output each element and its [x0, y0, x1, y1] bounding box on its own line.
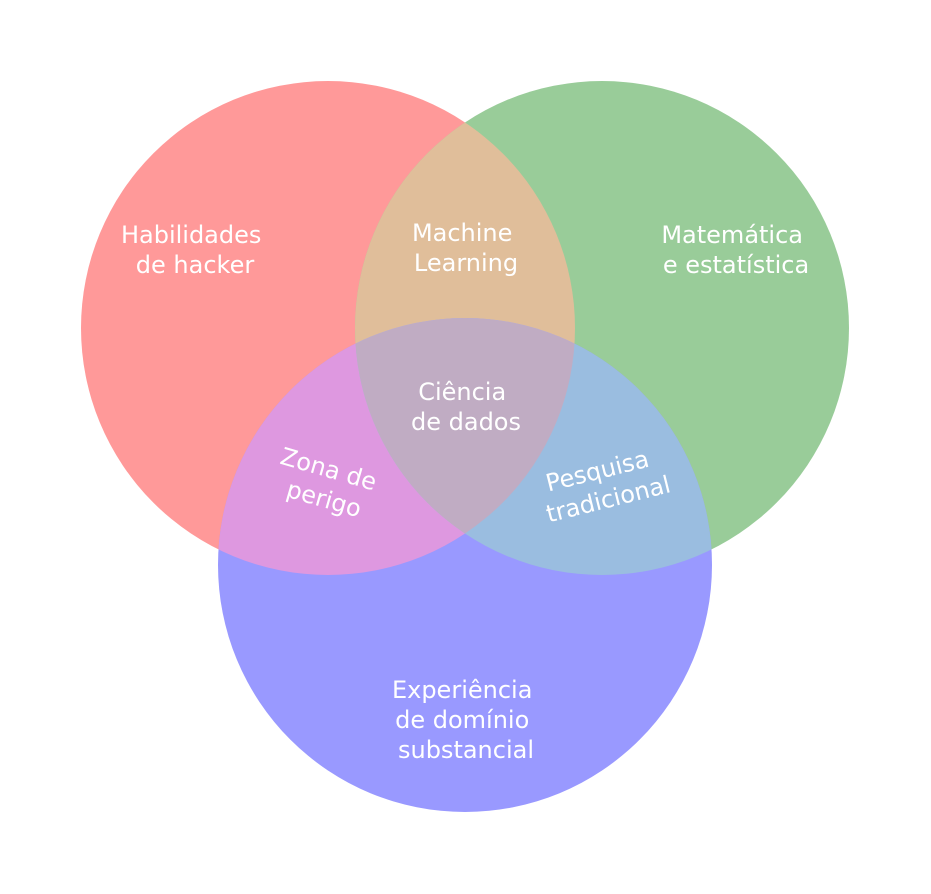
- label-data-science: Ciência de dados: [411, 378, 521, 436]
- label-hacker-skills: Habilidades de hacker: [121, 221, 269, 279]
- label-machine-learning: Machine Learning: [412, 219, 520, 277]
- label-math-statistics: Matemática e estatística: [661, 221, 810, 279]
- label-domain-expertise: Experiência de domínio substancial: [392, 676, 540, 764]
